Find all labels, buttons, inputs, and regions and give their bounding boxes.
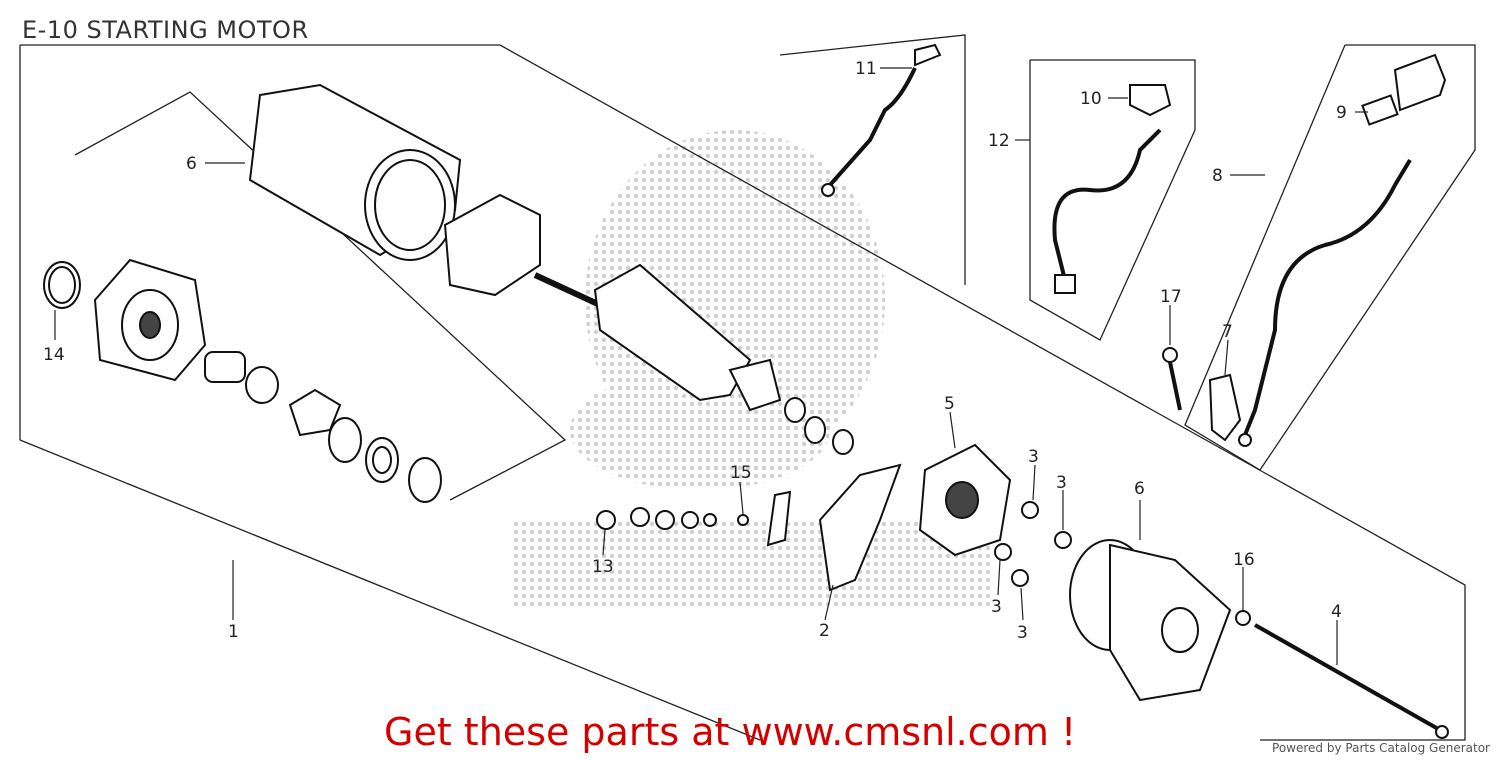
rear-cover-part	[1069, 539, 1232, 702]
terminal-7-part	[1208, 373, 1242, 442]
front-cover-part	[93, 258, 207, 382]
cable-11	[821, 43, 942, 197]
nut-16-part	[1235, 610, 1251, 626]
callout-6: 6	[1134, 479, 1145, 499]
brush-holder-part	[918, 443, 1012, 557]
leader-lines	[54, 67, 1368, 665]
callout-2: 2	[819, 621, 830, 641]
callout-11: 11	[855, 59, 877, 79]
o-ring-part	[43, 261, 81, 309]
callout-4: 4	[1331, 602, 1342, 622]
callout-3: 3	[1056, 473, 1067, 493]
callout-8: 8	[1212, 166, 1223, 186]
callout-3: 3	[1017, 623, 1028, 643]
callout-15: 15	[730, 463, 752, 483]
washer-row-part	[596, 507, 749, 530]
cable-11-frame	[779, 34, 966, 285]
assembly-frame	[19, 44, 1466, 741]
callout-9: 9	[1336, 103, 1347, 123]
callout-3: 3	[1028, 447, 1039, 467]
callout-3: 3	[991, 597, 1002, 617]
cable-8-frame	[1184, 44, 1476, 471]
through-bolt-part	[1254, 623, 1449, 739]
callout-17: 17	[1160, 287, 1182, 307]
callout-13: 13	[592, 557, 614, 577]
promo-link-text[interactable]: Get these parts at www.cmsnl.com !	[384, 710, 1077, 754]
armature-part	[533, 263, 854, 455]
nut-parts	[994, 501, 1072, 587]
callout-6: 6	[186, 154, 197, 174]
cable-8	[1238, 53, 1447, 447]
callout-5: 5	[944, 394, 955, 414]
washer-stack-part	[204, 351, 442, 503]
cable-12-frame	[1029, 59, 1196, 341]
page-title: E-10 STARTING MOTOR	[22, 16, 309, 44]
callout-labels: 1 2 3 3 3 3 4 5 6 6 7 8 9 10 11 12 13 14…	[43, 59, 1347, 643]
callout-14: 14	[43, 345, 65, 365]
callout-12: 12	[988, 131, 1010, 151]
housing-group-frame	[74, 91, 567, 501]
bolt-17-part	[1162, 347, 1182, 411]
yoke-housing-part	[248, 83, 541, 297]
callout-16: 16	[1233, 550, 1255, 570]
cable-12	[1052, 84, 1172, 294]
footer-credit: Powered by Parts Catalog Generator	[1272, 741, 1490, 755]
callout-7: 7	[1222, 322, 1233, 342]
callout-1: 1	[228, 622, 239, 642]
callout-10: 10	[1080, 89, 1102, 109]
brush-part	[766, 463, 902, 592]
